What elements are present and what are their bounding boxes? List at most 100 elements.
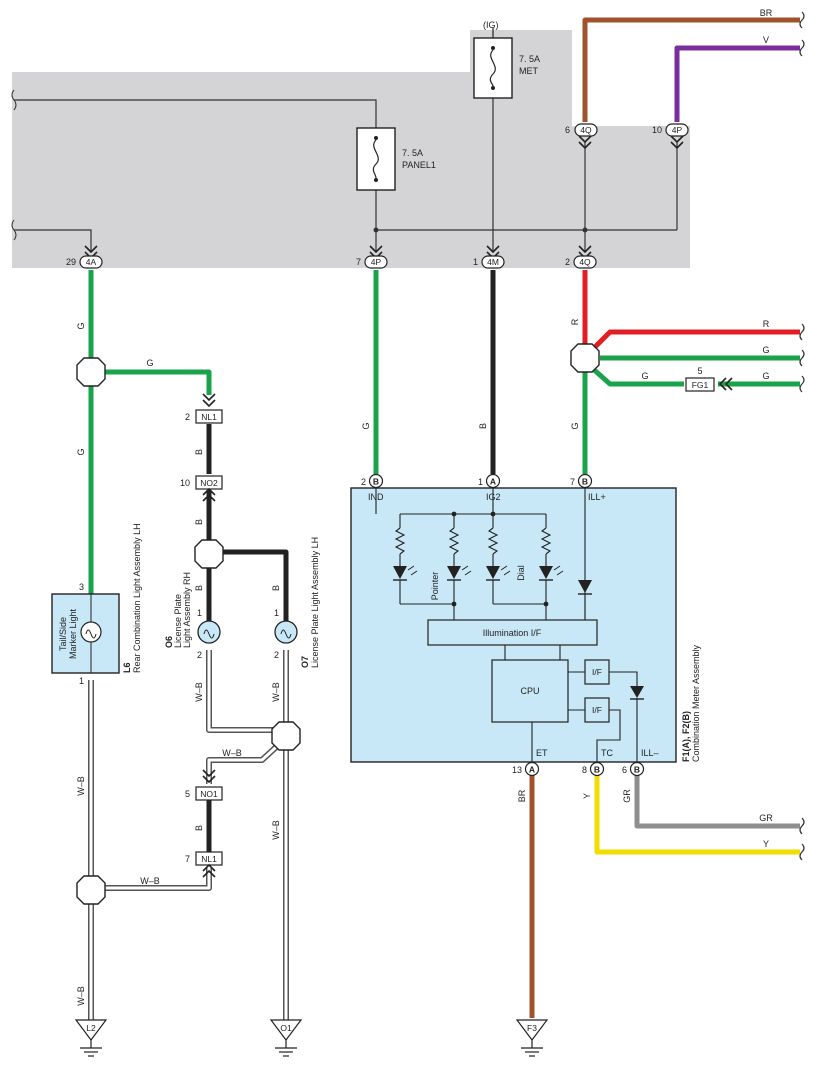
fuse-icon bbox=[489, 49, 496, 87]
ground-label: O1 bbox=[280, 1023, 292, 1033]
connector-id: NO2 bbox=[200, 478, 218, 488]
bulb-icon bbox=[85, 629, 97, 639]
fuse-met bbox=[473, 28, 513, 99]
dial-label: Dial bbox=[516, 565, 526, 581]
wire-label: G bbox=[762, 371, 769, 381]
wire-label: B bbox=[271, 585, 281, 591]
connector-4p bbox=[364, 245, 388, 269]
wire-g-fg1-left bbox=[590, 366, 684, 387]
pin-id: B bbox=[594, 765, 600, 775]
cpu-label: CPU bbox=[520, 686, 539, 696]
wire-label: G bbox=[570, 422, 580, 429]
fuse-panel1-rating: 7. 5A bbox=[402, 148, 423, 158]
connector-id: 4P bbox=[371, 257, 382, 267]
meter-junction-dots bbox=[451, 511, 549, 607]
connector-id: NO1 bbox=[200, 789, 218, 799]
pin-number: 2 bbox=[274, 650, 279, 660]
illumination-if-block bbox=[427, 619, 598, 646]
wires bbox=[88, 17, 800, 1018]
component-name: Light Assembly RH bbox=[182, 572, 192, 648]
connector-id: 4P bbox=[672, 125, 683, 135]
wire-label: W–B bbox=[194, 682, 204, 702]
wire-label: B bbox=[194, 825, 204, 831]
pin-number: 10 bbox=[652, 125, 662, 135]
component-name: License Plate Light Assembly LH bbox=[310, 537, 320, 668]
component-code: O6 bbox=[164, 636, 174, 648]
connector-4q-top bbox=[574, 123, 598, 150]
meter-bottom-pins bbox=[524, 761, 645, 777]
pin-id: A bbox=[529, 765, 535, 775]
wire-label: B bbox=[194, 519, 204, 525]
pin-number: 7 bbox=[570, 477, 575, 487]
wire-label: V bbox=[763, 35, 769, 45]
connector-4m bbox=[481, 245, 505, 269]
splice-point bbox=[76, 357, 106, 387]
wire-label: G bbox=[76, 448, 86, 455]
pin-number: 2 bbox=[361, 477, 366, 487]
license-plate-light-lh bbox=[274, 620, 298, 644]
fuse-met-name: MET bbox=[519, 66, 539, 76]
fuse-panel1 bbox=[356, 127, 396, 191]
component-code: L6 bbox=[122, 662, 132, 673]
rear-combination-light bbox=[51, 593, 120, 674]
if-block bbox=[584, 697, 610, 723]
pin-id: B bbox=[634, 765, 640, 775]
pin-number: 5 bbox=[185, 789, 190, 799]
illumination-if-label: Illumination I/F bbox=[483, 628, 542, 638]
splice-point bbox=[76, 875, 106, 905]
pin-number: 7 bbox=[356, 257, 361, 267]
pin-number: 1 bbox=[274, 608, 279, 618]
splice-point bbox=[194, 539, 224, 569]
connector-4q bbox=[573, 245, 597, 269]
pin-number: 10 bbox=[180, 478, 190, 488]
wire-label: Y bbox=[763, 839, 769, 849]
junction-dot bbox=[373, 227, 379, 233]
wire-r-right bbox=[590, 329, 800, 352]
wire-label: W–B bbox=[140, 876, 160, 886]
license-plate-light-rh bbox=[197, 620, 221, 644]
splice-point bbox=[271, 721, 301, 751]
ground-label: L2 bbox=[86, 1023, 96, 1033]
diode-icon bbox=[630, 686, 644, 700]
wire-labels: BR V R G G G G GR Y W–B W–B G G G B R G … bbox=[76, 8, 773, 1006]
wire-label: BR bbox=[760, 8, 773, 18]
pin-number: 29 bbox=[66, 257, 76, 267]
connector-fg1 bbox=[685, 377, 733, 392]
meter-name: Combination Meter Assembly bbox=[691, 644, 701, 762]
pin-number: 13 bbox=[512, 765, 522, 775]
lamp-label: Marker Light bbox=[68, 608, 78, 659]
pin-number: 8 bbox=[582, 765, 587, 775]
fuse-icon bbox=[372, 139, 379, 179]
meter-code: F1(A), F2(B) bbox=[681, 711, 691, 762]
wire-label: Y bbox=[582, 793, 592, 799]
wire-g-nl1 bbox=[91, 369, 212, 395]
pin-number: 5 bbox=[697, 366, 702, 376]
if-label: I/F bbox=[592, 705, 602, 715]
wire-label: G bbox=[146, 358, 153, 368]
wire-label: G bbox=[762, 345, 769, 355]
if-label: I/F bbox=[592, 667, 602, 677]
wire-break-icon bbox=[799, 11, 805, 861]
wb-wires bbox=[88, 650, 289, 1020]
connector-id: 4Q bbox=[580, 125, 592, 135]
if-block bbox=[584, 659, 610, 685]
meter-internal-wiring bbox=[375, 488, 638, 762]
wire-label: GR bbox=[622, 789, 632, 803]
connector-nl1-bottom bbox=[195, 851, 223, 878]
connector-nl1-top bbox=[195, 393, 223, 424]
wire-label: B bbox=[194, 585, 204, 591]
component-name: Rear Combination Light Assembly LH bbox=[132, 523, 142, 673]
splices bbox=[76, 343, 600, 905]
pin-number: 1 bbox=[197, 608, 202, 618]
ground-o1 bbox=[269, 1019, 303, 1057]
diode-icon bbox=[578, 580, 592, 595]
wire-label: B bbox=[194, 449, 204, 455]
fuse-met-rating: 7. 5A bbox=[519, 54, 540, 64]
connector-id: NL1 bbox=[201, 854, 217, 864]
wire-label: W–B bbox=[76, 776, 86, 796]
meter-top-pins bbox=[368, 473, 593, 489]
connector-id: NL1 bbox=[201, 412, 217, 422]
pin-number: 6 bbox=[622, 765, 627, 775]
led-icon bbox=[393, 565, 418, 581]
